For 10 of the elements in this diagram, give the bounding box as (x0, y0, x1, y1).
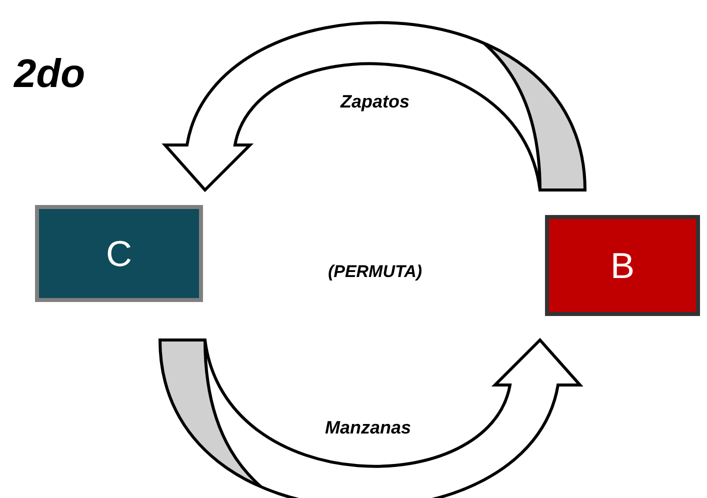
curved-block-arrow (158, 338, 582, 498)
process-box (545, 215, 700, 316)
edge-label: Zapatos (340, 92, 410, 112)
center-label: (PERMUTA) (328, 262, 422, 282)
node-label: B (610, 244, 634, 286)
edge-label: Manzanas (324, 418, 412, 438)
process-box (35, 205, 203, 302)
node-label: C (106, 232, 132, 274)
curved-block-arrow (164, 22, 586, 192)
title: 2do (14, 52, 86, 97)
